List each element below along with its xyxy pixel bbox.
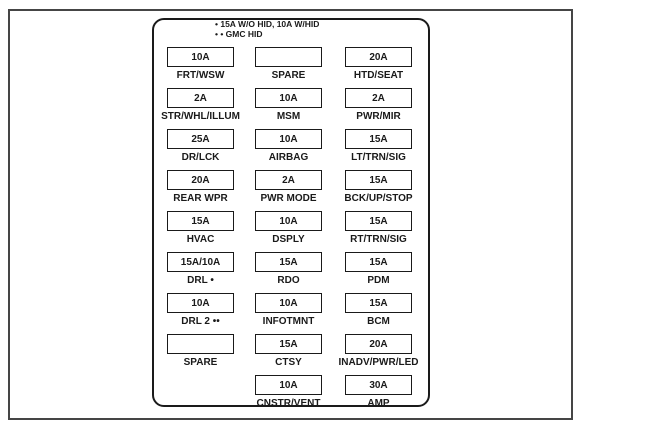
fuse-cell-drl-2: 10A DRL 2 ••	[167, 293, 234, 327]
fuse-label-lt-trn-sig: LT/TRN/SIG	[351, 152, 406, 163]
fuse-label-pwr-mir: PWR/MIR	[356, 111, 401, 122]
fuse-cell-str-whl-illum: 2A STR/WHL/ILLUM	[161, 88, 240, 122]
fuse-label-pdm: PDM	[367, 275, 390, 286]
fuse-amp-box-pwr-mode: 2A	[255, 170, 322, 190]
fuse-label-dsply: DSPLY	[272, 234, 305, 245]
fuse-cell-dr-lck: 25A DR/LCK	[167, 129, 234, 163]
fuse-cell-rear-wpr: 20A REAR WPR	[167, 170, 234, 204]
fuse-cell-pdm: 15A PDM	[345, 252, 412, 286]
fuse-cell-lt-trn-sig: 15A LT/TRN/SIG	[345, 129, 412, 163]
fuse-cell-ctsy: 15A CTSY	[255, 334, 322, 368]
fuse-label-htd-seat: HTD/SEAT	[353, 70, 404, 81]
fuse-cell-drl: 15A/10A DRL •	[167, 252, 234, 286]
fuse-label-ctsy: CTSY	[275, 357, 302, 368]
fuse-amp-box-frt-wsw: 10A	[167, 47, 234, 67]
fuse-label-bck-up-stop: BCK/UP/STOP	[344, 193, 413, 204]
fuse-cell-rdo: 15A RDO	[255, 252, 322, 286]
fuse-amp-box-infotmnt: 10A	[255, 293, 322, 313]
fuse-amp-box-rear-wpr: 20A	[167, 170, 234, 190]
fuse-cell-spare: SPARE	[255, 47, 322, 81]
fuse-label-cnstr-vent: CNSTR/VENT	[256, 398, 321, 409]
fuse-amp-box-drl-2: 10A	[167, 293, 234, 313]
fuse-cell-hvac: 15A HVAC	[167, 211, 234, 245]
legend: • 15A W/O HID, 10A W/HID • • GMC HID	[215, 19, 319, 39]
fuse-label-dr-lck: DR/LCK	[181, 152, 220, 163]
legend-note-hid: • 15A W/O HID, 10A W/HID	[215, 19, 320, 29]
fuse-cell-rt-trn-sig: 15A RT/TRN/SIG	[345, 211, 412, 245]
fuse-amp-box-drl: 15A/10A	[167, 252, 234, 272]
fuse-cell-pwr-mode: 2A PWR MODE	[255, 170, 322, 204]
legend-note-gmc-hid: • • GMC HID	[215, 29, 263, 39]
fuse-label-str-whl-illum: STR/WHL/ILLUM	[161, 111, 240, 122]
fuse-amp-box-airbag: 10A	[255, 129, 322, 149]
fuse-cell-htd-seat: 20A HTD/SEAT	[345, 47, 412, 81]
fuse-label-drl-2: DRL 2 ••	[181, 316, 220, 327]
fuse-label-airbag: AIRBAG	[268, 152, 309, 163]
fuse-cell-infotmnt: 10A INFOTMNT	[255, 293, 322, 327]
fuse-amp-box-pdm: 15A	[345, 252, 412, 272]
fuse-label-frt-wsw: FRT/WSW	[176, 70, 225, 81]
fuse-cell-inadv-pwr-led: 20A INADV/PWR/LED	[339, 334, 419, 368]
fuse-amp-box-pwr-mir: 2A	[345, 88, 412, 108]
fuse-grid: 10A FRT/WSW SPARE 20A HTD/SEAT 2A STR/WHL/ILLU…	[161, 47, 419, 417]
fuse-cell-cnstr-vent: 10A CNSTR/VENT	[255, 375, 322, 409]
fuse-label-hvac: HVAC	[186, 234, 215, 245]
fuse-label-bcm: BCM	[367, 316, 390, 327]
fuse-amp-box-inadv-pwr-led: 20A	[345, 334, 412, 354]
fuse-label-infotmnt: INFOTMNT	[262, 316, 315, 327]
fuse-cell-dsply: 10A DSPLY	[255, 211, 322, 245]
fuse-cell-frt-wsw: 10A FRT/WSW	[167, 47, 234, 81]
fuse-label-msm: MSM	[276, 111, 301, 122]
fuse-label-rdo: RDO	[277, 275, 300, 286]
fuse-label-rt-trn-sig: RT/TRN/SIG	[350, 234, 407, 245]
fuse-cell-spare: SPARE	[167, 334, 234, 368]
fuse-amp-box-cnstr-vent: 10A	[255, 375, 322, 395]
fuse-amp-box-spare	[255, 47, 322, 67]
fuse-amp-box-bcm: 15A	[345, 293, 412, 313]
fuse-amp-box-amp: 30A	[345, 375, 412, 395]
fuse-amp-box-spare	[167, 334, 234, 354]
fuse-amp-box-ctsy: 15A	[255, 334, 322, 354]
fuse-amp-box-dsply: 10A	[255, 211, 322, 231]
fuse-label-spare: SPARE	[183, 357, 218, 368]
fuse-label-inadv-pwr-led: INADV/PWR/LED	[338, 357, 419, 368]
fuse-amp-box-msm: 10A	[255, 88, 322, 108]
fuse-amp-box-rdo: 15A	[255, 252, 322, 272]
fuse-cell-pwr-mir: 2A PWR/MIR	[345, 88, 412, 122]
fuse-cell-airbag: 10A AIRBAG	[255, 129, 322, 163]
fuse-cell-bcm: 15A BCM	[345, 293, 412, 327]
fuse-label-pwr-mode: PWR MODE	[260, 193, 317, 204]
fuse-label-amp: AMP	[367, 398, 390, 409]
fuse-label-spare: SPARE	[271, 70, 306, 81]
fuse-amp-box-hvac: 15A	[167, 211, 234, 231]
fuse-cell-bck-up-stop: 15A BCK/UP/STOP	[344, 170, 413, 204]
fuse-amp-box-dr-lck: 25A	[167, 129, 234, 149]
fuse-amp-box-bck-up-stop: 15A	[345, 170, 412, 190]
fuse-amp-box-htd-seat: 20A	[345, 47, 412, 67]
fuse-amp-box-str-whl-illum: 2A	[167, 88, 234, 108]
fuse-cell-msm: 10A MSM	[255, 88, 322, 122]
fuse-cell-amp: 30A AMP	[345, 375, 412, 409]
fuse-amp-box-rt-trn-sig: 15A	[345, 211, 412, 231]
fuse-label-rear-wpr: REAR WPR	[173, 193, 228, 204]
fuse-label-drl: DRL •	[187, 275, 214, 286]
fuse-amp-box-lt-trn-sig: 15A	[345, 129, 412, 149]
